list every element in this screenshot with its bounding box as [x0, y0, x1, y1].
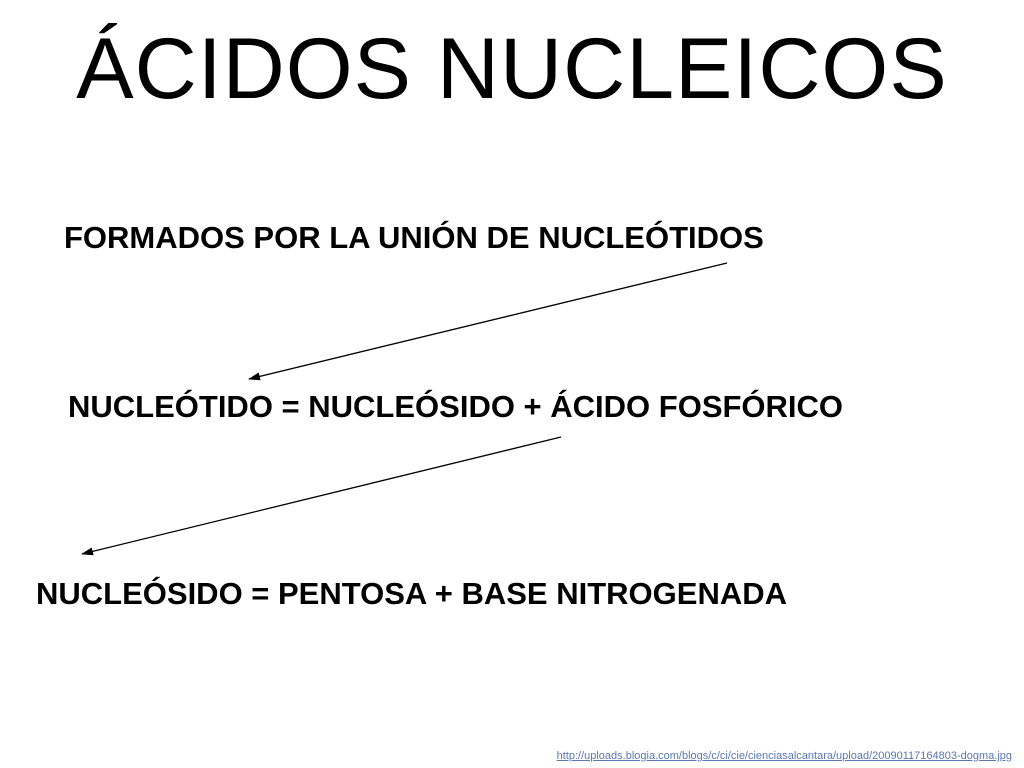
statement-nucleoside-definition: NUCLEÓSIDO = PENTOSA + BASE NITROGENADA	[36, 576, 787, 611]
statement-nucleotide-definition: NUCLEÓTIDO = NUCLEÓSIDO + ÁCIDO FOSFÓRIC…	[68, 389, 844, 424]
arrow-to-nucleotide	[248, 262, 728, 381]
statement-nucleotides: FORMADOS POR LA UNIÓN DE NUCLEÓTIDOS	[64, 220, 764, 255]
slide-title: ÁCIDOS NUCLEICOS	[76, 21, 948, 117]
arrow-to-nucleoside	[81, 436, 562, 556]
source-link[interactable]: http://uploads.blogia.com/blogs/c/ci/cie…	[556, 750, 1012, 762]
